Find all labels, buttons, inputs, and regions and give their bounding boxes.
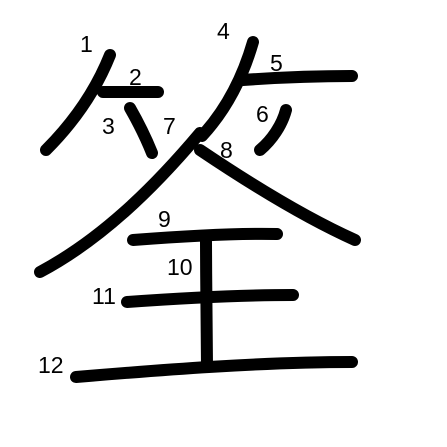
stroke-number-5: 5 xyxy=(270,50,283,76)
stroke-number-6: 6 xyxy=(256,101,269,127)
stroke-number-8: 8 xyxy=(220,137,233,163)
stroke-1 xyxy=(40,49,116,156)
stroke-8 xyxy=(194,144,361,246)
stroke-4 xyxy=(196,36,259,142)
stroke-number-10: 10 xyxy=(167,254,193,280)
stroke-3 xyxy=(124,102,158,159)
stroke-12 xyxy=(70,356,358,383)
stroke-number-3: 3 xyxy=(102,113,115,139)
stroke-number-12: 12 xyxy=(38,352,64,378)
stroke-number-2: 2 xyxy=(129,64,142,90)
stroke-6 xyxy=(254,104,292,156)
stroke-number-11: 11 xyxy=(92,283,116,309)
stroke-9 xyxy=(127,227,283,246)
stroke-7 xyxy=(34,127,206,278)
stroke-number-1: 1 xyxy=(80,31,93,57)
stroke-5 xyxy=(237,70,358,86)
stroke-10 xyxy=(200,236,213,372)
stroke-number-4: 4 xyxy=(217,18,230,44)
stroke-number-9: 9 xyxy=(158,206,171,232)
stroke-11 xyxy=(121,289,299,308)
stroke-number-7: 7 xyxy=(163,113,176,139)
